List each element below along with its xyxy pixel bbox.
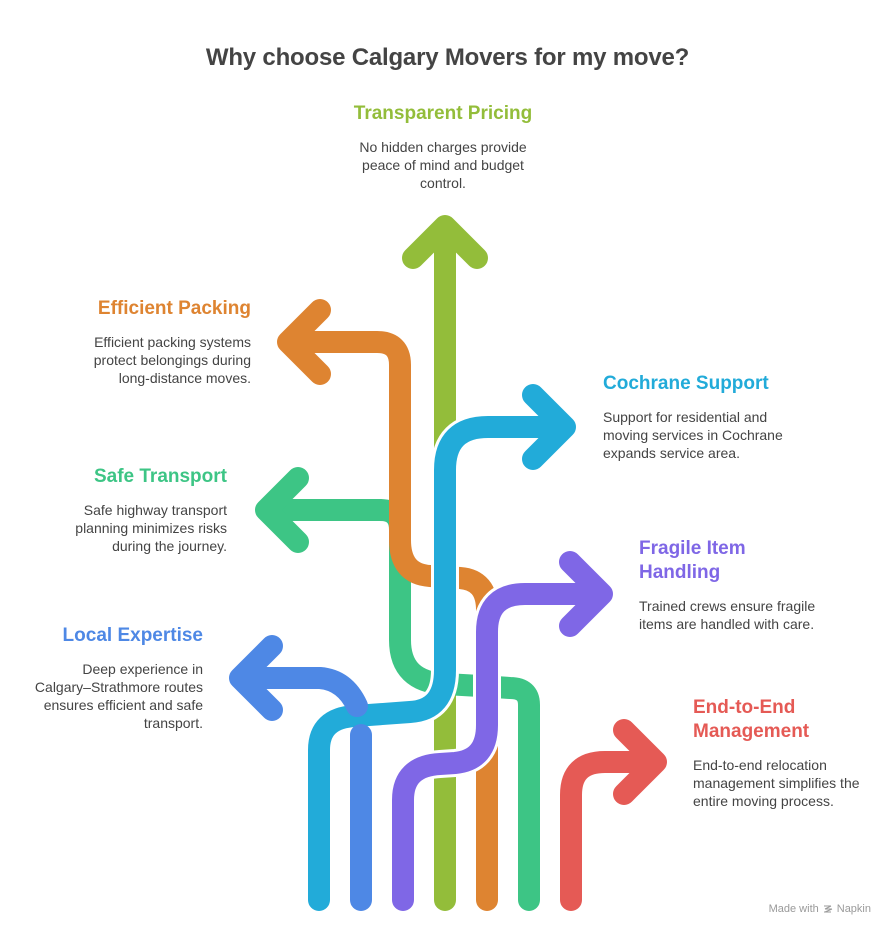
heading-line-2: Handling [639, 562, 721, 583]
arrow-local-expertise [229, 635, 372, 911]
arrow-cochrane-support [305, 384, 576, 914]
heading-line-1: End-to-End [693, 697, 796, 718]
item-cochrane-support: Cochrane Support Support for residential… [603, 372, 793, 462]
heading-fragile-item-handling: Fragile Item Handling [639, 537, 819, 585]
description-local-expertise: Deep experience in Calgary–Strathmore ro… [34, 661, 203, 731]
description-transparent-pricing: No hidden charges provide peace of mind … [359, 139, 527, 191]
heading-line-2: Management [693, 721, 810, 742]
napkin-logo-icon [823, 905, 832, 913]
arrow-fragile-item-handling [389, 551, 613, 914]
item-efficient-packing: Efficient Packing Efficient packing syst… [60, 297, 251, 387]
item-transparent-pricing: Transparent Pricing No hidden charges pr… [330, 102, 556, 192]
heading-transparent-pricing: Transparent Pricing [353, 103, 533, 124]
arrow-efficient-packing [277, 299, 498, 911]
arrow-end-to-end-management [560, 719, 667, 911]
item-fragile-item-handling: Fragile Item Handling Trained crews ensu… [639, 537, 819, 633]
heading-local-expertise: Local Expertise [62, 625, 203, 646]
heading-end-to-end-management: End-to-End Management [693, 696, 863, 744]
heading-cochrane-support: Cochrane Support [603, 373, 769, 394]
description-end-to-end-management: End-to-end relocation management simplif… [693, 757, 860, 809]
description-cochrane-support: Support for residential and moving servi… [603, 409, 783, 461]
made-with-napkin-footer: Made with Napkin [769, 903, 871, 915]
item-local-expertise: Local Expertise Deep experience in Calga… [30, 624, 203, 732]
description-efficient-packing: Efficient packing systems protect belong… [93, 334, 251, 386]
heading-safe-transport: Safe Transport [93, 466, 227, 487]
diagram-title: Why choose Calgary Movers for my move? [205, 44, 690, 71]
item-end-to-end-management: End-to-End Management End-to-end relocat… [693, 696, 863, 810]
napkin-brand-label: Napkin [836, 903, 871, 915]
heading-efficient-packing: Efficient Packing [97, 298, 251, 319]
description-safe-transport: Safe highway transport planning minimize… [75, 502, 227, 554]
item-safe-transport: Safe Transport Safe highway transport pl… [40, 465, 227, 555]
heading-line-1: Fragile Item [639, 538, 746, 559]
description-fragile-item-handling: Trained crews ensure fragile items are h… [639, 598, 816, 632]
made-with-label: Made with [768, 903, 819, 915]
